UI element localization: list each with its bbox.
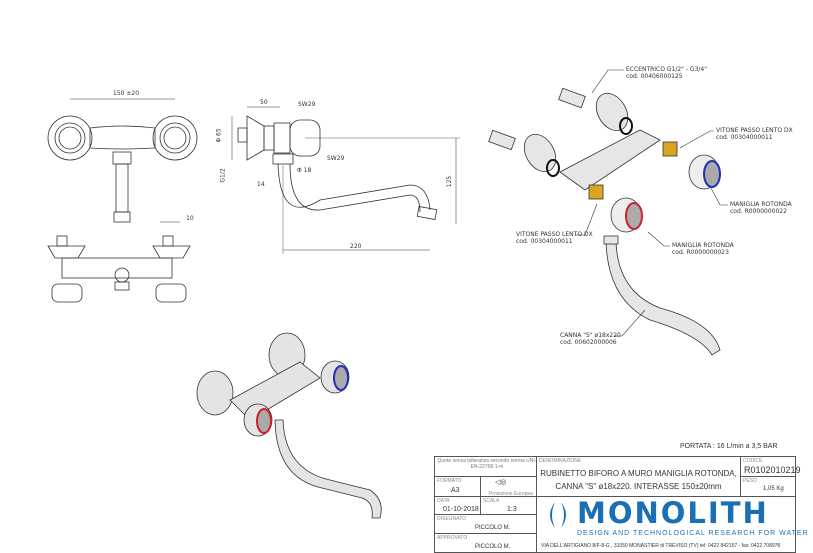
projection-symbol-icon: ◁◎: [495, 479, 507, 486]
dim-50: 50: [260, 99, 268, 106]
approvato-label: APPROVATO: [437, 535, 468, 541]
peso-label: PESO: [743, 478, 757, 484]
scala-value: 1:3: [507, 506, 517, 513]
data-value: 01-10-2018: [443, 506, 479, 513]
dim-125: 125: [446, 175, 454, 188]
denominazione-value: RUBINETTO BIFORO A MURO MANIGLIA ROTONDA…: [540, 469, 737, 491]
brand-name: MONOLITH: [577, 496, 769, 530]
assembled-view: [196, 332, 382, 519]
dim-interasse: 150 ±20: [113, 90, 140, 97]
codice-value: R0102010219: [744, 465, 801, 475]
brand-area: MONOLITH DESIGN AND TECHNOLOGICAL RESEAR…: [536, 496, 808, 553]
disegnato-value: PICCOLO M.: [475, 525, 511, 531]
brand-tagline: DESIGN AND TECHNOLOGICAL RESEARCH FOR WA…: [577, 530, 809, 537]
company-address: VIA DELL'ARTIGIANO 8/F-8-G , 31050 MONAS…: [541, 543, 781, 549]
dim-sw29-bottom: SW29: [327, 155, 345, 162]
part-label-eccentrico: ECCENTRICO G1/2" - G3/4"cod. 00406000125: [626, 66, 707, 80]
side-view: [231, 106, 460, 254]
portata-text: PORTATA : 16 L/min a 3,5 BAR: [680, 443, 778, 450]
data-label: DATA: [437, 498, 450, 504]
monolith-logo-icon: [550, 502, 566, 528]
codice-label: CODICE: [743, 458, 763, 464]
disegnato-label: DISEGNATO: [437, 516, 466, 522]
dim-d65: Φ 65: [215, 128, 223, 143]
dim-d18: Φ 18: [297, 167, 312, 174]
peso-value: 1,05 Kg: [763, 486, 784, 492]
approvato-value: PICCOLO M.: [475, 544, 511, 550]
leader-lines: [575, 69, 728, 337]
bottom-view: [47, 221, 191, 303]
tolerance-note: Quote senza tolleranza secondo norma UNI…: [437, 458, 537, 470]
exploded-view: [488, 87, 721, 356]
dim-10: 10: [186, 215, 194, 222]
scala-label: SCALA: [483, 498, 500, 504]
dim-sw29-top: SW29: [298, 101, 316, 108]
formato-label: FORMATO: [437, 478, 462, 484]
front-view: [47, 98, 198, 223]
projection-label: Proiezione Europea: [489, 491, 533, 497]
dim-g12: G1/2: [219, 168, 227, 183]
formato-value: A3: [451, 487, 460, 494]
dim-14: 14: [257, 181, 265, 188]
denominazione-label: DENOMINAZIONE: [539, 458, 582, 464]
dim-220: 220: [350, 243, 362, 250]
